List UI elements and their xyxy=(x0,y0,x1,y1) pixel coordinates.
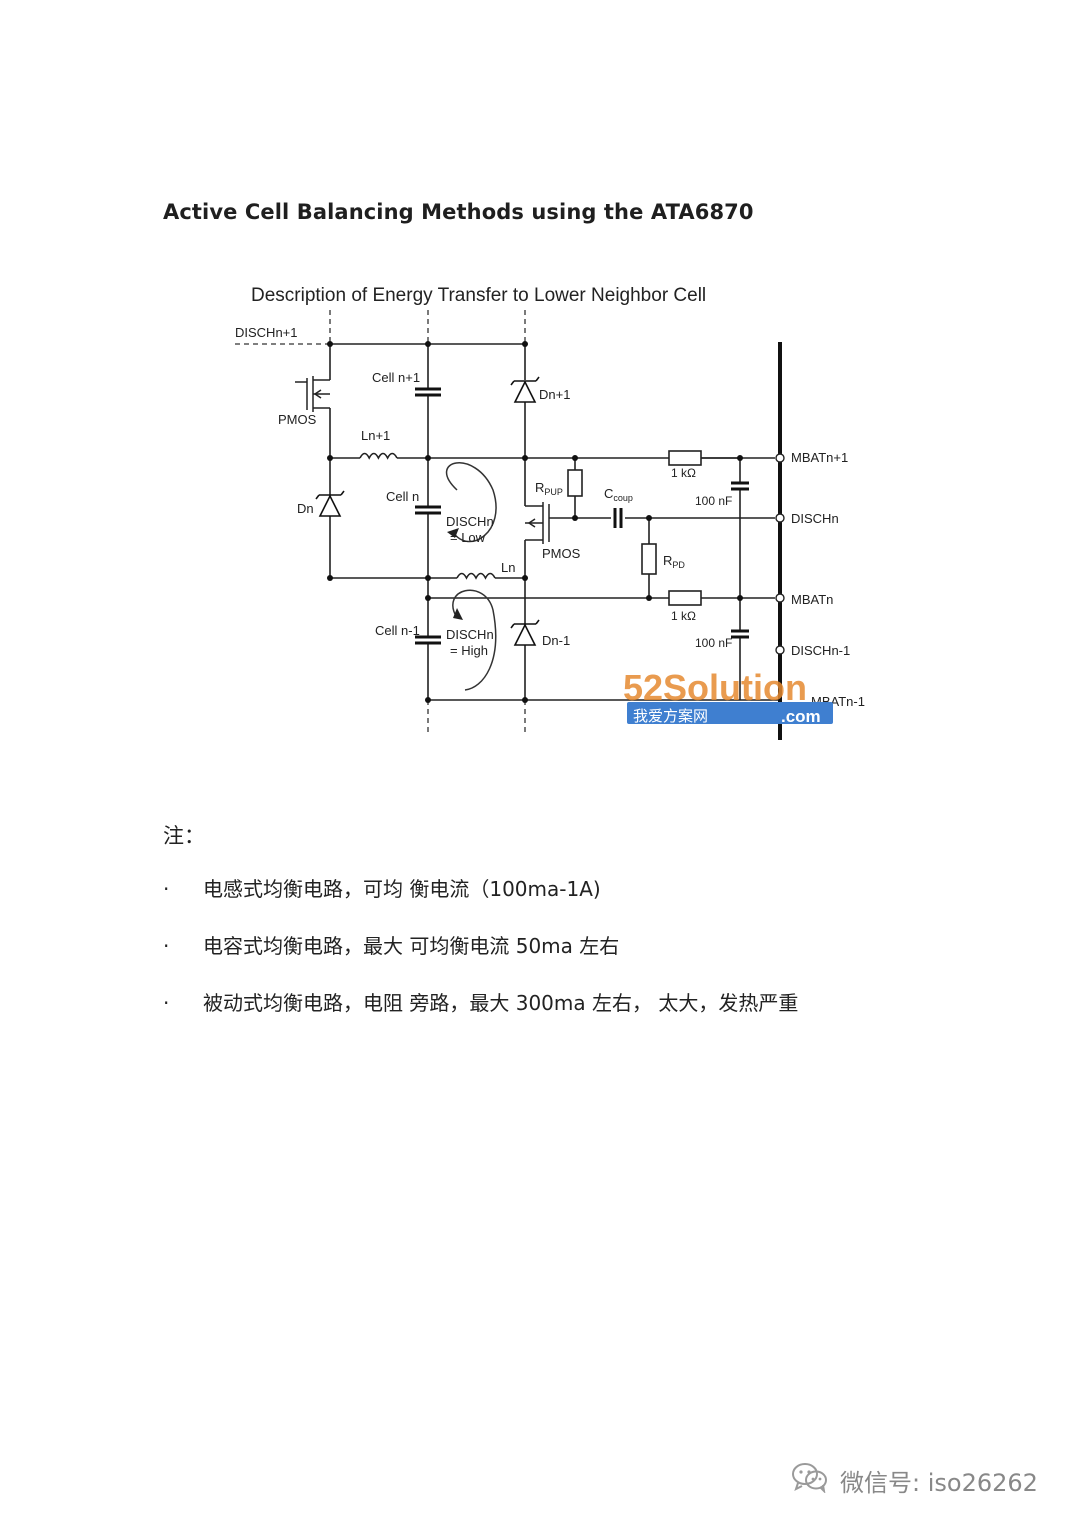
watermark-text: 微信号: iso26262 xyxy=(840,1468,1038,1497)
label-res2: 1 kΩ xyxy=(671,609,696,623)
label-dn1: Dn+1 xyxy=(539,387,570,402)
label-disch-high-2: = High xyxy=(450,643,488,658)
bullet-dot: · xyxy=(163,934,170,958)
solution-logo: 52Solution 我爱方案网 .com xyxy=(623,667,833,726)
label-mbatn1: MBATn+1 xyxy=(791,450,848,465)
label-cell-n: Cell n xyxy=(386,489,419,504)
label-disch-high-1: DISCHn xyxy=(446,627,494,642)
bullet-dot: · xyxy=(163,991,170,1015)
label-disch-low-2: = Low xyxy=(450,530,486,545)
label-cell-nm1: Cell n-1 xyxy=(375,623,420,638)
label-cap2: 100 nF xyxy=(695,636,732,650)
label-dn: Dn xyxy=(297,501,314,516)
label-dischn1-top: DISCHn+1 xyxy=(235,325,298,340)
article-heading: Active Cell Balancing Methods using the … xyxy=(163,200,754,224)
label-cell-n1: Cell n+1 xyxy=(372,370,420,385)
label-rpup: RPUP xyxy=(535,480,563,497)
label-dischnm1: DISCHn-1 xyxy=(791,643,850,658)
wechat-icon xyxy=(790,1461,830,1499)
label-dnm1: Dn-1 xyxy=(542,633,570,648)
label-ln1: Ln+1 xyxy=(361,428,390,443)
label-ccoup: Ccoup xyxy=(604,486,633,503)
label-pmos-right: PMOS xyxy=(542,546,581,561)
figure-title: Description of Energy Transfer to Lower … xyxy=(251,285,706,306)
bullet-dot: · xyxy=(163,877,170,901)
svg-text:52Solution: 52Solution xyxy=(623,667,807,708)
label-rpd: RPD xyxy=(663,553,685,570)
circuit-figure: Description of Energy Transfer to Lower … xyxy=(225,270,865,750)
label-cap1: 100 nF xyxy=(695,494,732,508)
circuit-diagram: Description of Energy Transfer to Lower … xyxy=(235,285,865,740)
svg-text:我爱方案网: 我爱方案网 xyxy=(633,707,708,725)
note-title: 注： xyxy=(163,824,205,848)
label-pmos-left: PMOS xyxy=(278,412,317,427)
wechat-watermark: 微信号: iso26262 xyxy=(790,1462,1038,1498)
label-res1: 1 kΩ xyxy=(671,466,696,480)
label-mbatn: MBATn xyxy=(791,592,833,607)
label-disch-low-1: DISCHn xyxy=(446,514,494,529)
list-item-text: 被动式均衡电路，电阻 旁路，最大 300ma 左右， 太大，发热严重 xyxy=(203,991,799,1015)
label-dischn: DISCHn xyxy=(791,511,839,526)
svg-text:.com: .com xyxy=(781,707,821,726)
label-ln: Ln xyxy=(501,560,515,575)
list-item-text: 电感式均衡电路，可均 衡电流（100ma-1A) xyxy=(203,877,601,901)
list-item-text: 电容式均衡电路，最大 可均衡电流 50ma 左右 xyxy=(203,934,620,958)
